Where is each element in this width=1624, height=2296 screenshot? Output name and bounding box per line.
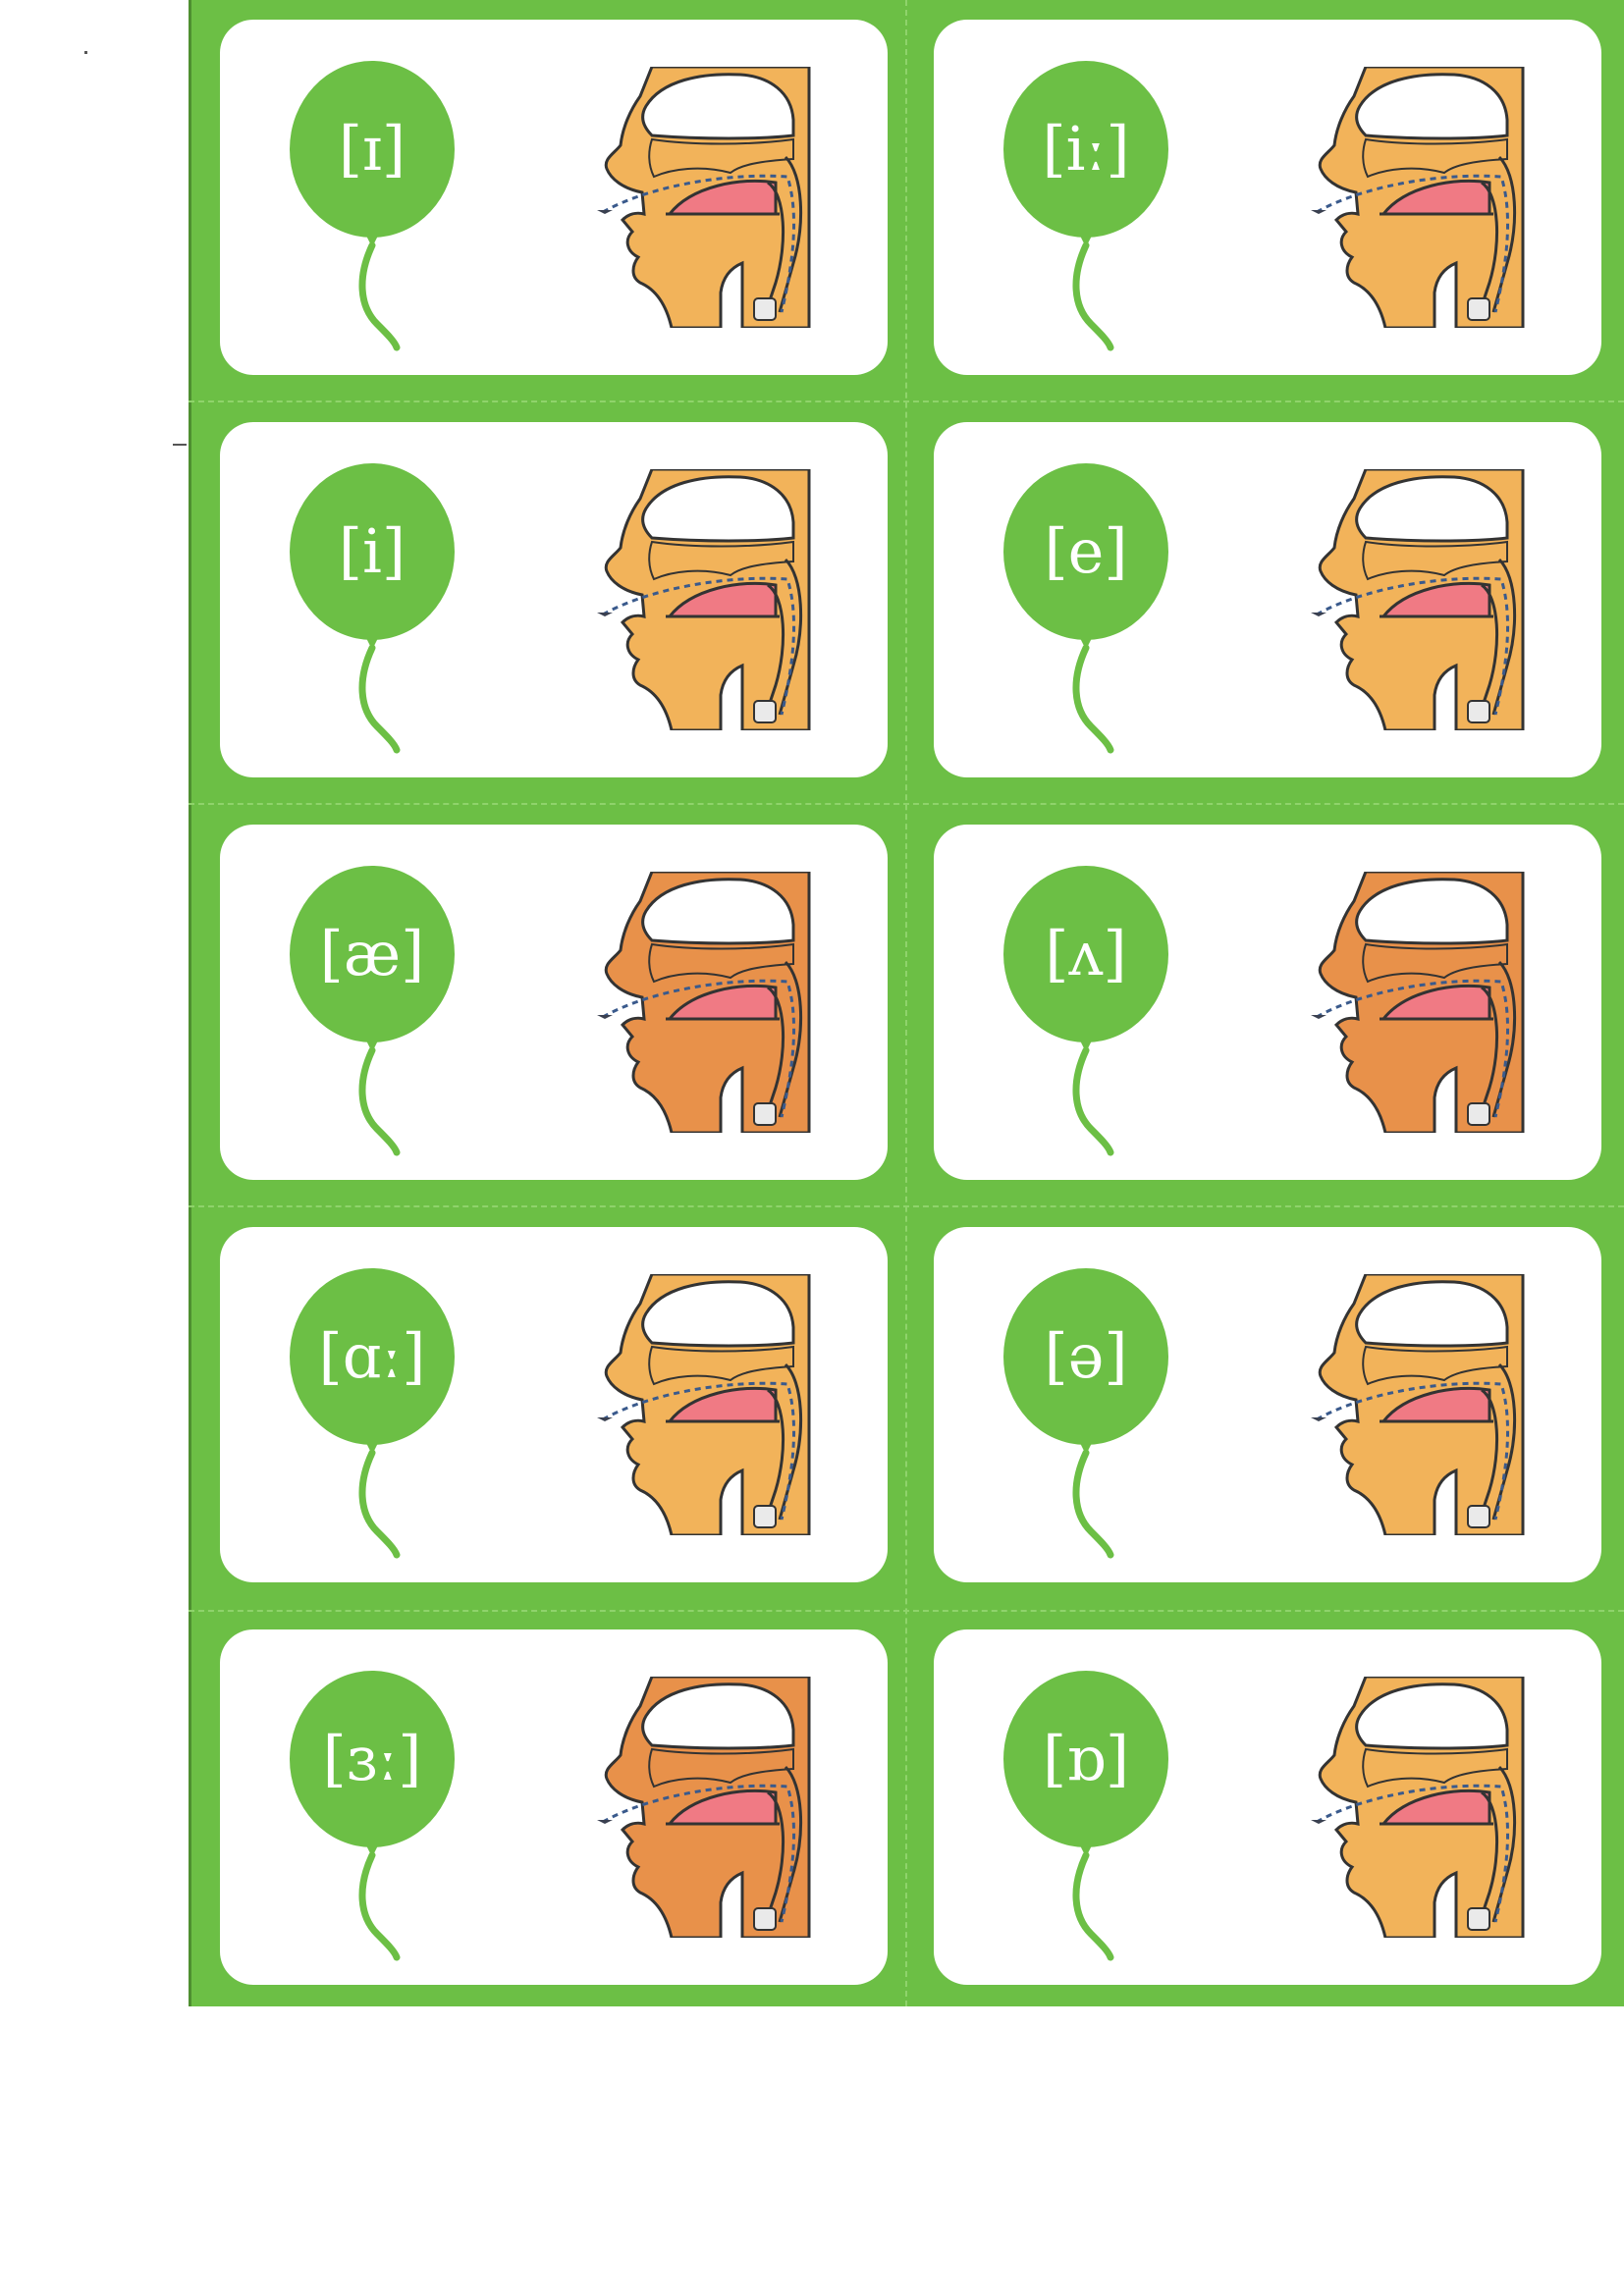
balloon: [iː]: [934, 20, 1189, 375]
cut-line: [189, 1205, 1624, 1207]
mouth-diagram: [583, 1272, 819, 1537]
mouth-diagram: [1297, 1675, 1533, 1940]
phonetic-symbol: [ɑː]: [318, 1320, 426, 1392]
balloon-icon: [1003, 61, 1168, 351]
cut-line: [189, 400, 1624, 402]
phonetic-symbol: [iː]: [1042, 113, 1130, 185]
phonetic-symbol: [ɒ]: [1042, 1723, 1130, 1794]
phonetic-card[interactable]: [ɑː]: [220, 1227, 888, 1582]
mouth-diagram: [583, 467, 819, 732]
balloon-icon: [290, 463, 455, 754]
mouth-cross-section-icon: [1311, 1675, 1525, 1940]
balloon: [ʌ]: [934, 825, 1189, 1180]
phonetic-symbol: [ɜː]: [322, 1723, 422, 1794]
phonetic-card[interactable]: [ə]: [934, 1227, 1601, 1582]
phonetic-card[interactable]: [ʌ]: [934, 825, 1601, 1180]
phonetic-card[interactable]: [e]: [934, 422, 1601, 777]
balloon: [ə]: [934, 1227, 1189, 1582]
mouth-diagram: [583, 65, 819, 330]
balloon: [ɜː]: [220, 1629, 475, 1985]
phonetic-card[interactable]: [iː]: [934, 20, 1601, 375]
balloon-icon: [290, 866, 455, 1156]
phonetic-card[interactable]: [ɜː]: [220, 1629, 888, 1985]
balloon-icon: [290, 61, 455, 351]
mouth-cross-section-icon: [1311, 65, 1525, 330]
mouth-diagram: [1297, 870, 1533, 1135]
phonetic-card[interactable]: [i]: [220, 422, 888, 777]
mouth-cross-section-icon: [597, 1675, 811, 1940]
phonetic-symbol: [ʌ]: [1045, 918, 1127, 989]
mouth-cross-section-icon: [1311, 1272, 1525, 1537]
phonetic-symbol: [æ]: [319, 918, 425, 989]
mouth-cross-section-icon: [597, 1272, 811, 1537]
balloon-icon: [1003, 463, 1168, 754]
balloon-icon: [290, 1671, 455, 1961]
mouth-diagram: [1297, 65, 1533, 330]
mouth-diagram: [1297, 467, 1533, 732]
mouth-diagram: [1297, 1272, 1533, 1537]
balloon: [ɪ]: [220, 20, 475, 375]
balloon-icon: [1003, 1671, 1168, 1961]
scan-edge: [189, 0, 191, 2006]
cut-line: [905, 0, 907, 2006]
phonetic-symbol: [i]: [338, 515, 406, 587]
balloon: [æ]: [220, 825, 475, 1180]
scan-mark: [173, 444, 187, 446]
cut-line: [189, 803, 1624, 805]
flashcard-sheet: [ɪ] [iː]: [189, 0, 1624, 2006]
mouth-diagram: [583, 870, 819, 1135]
cut-line: [189, 1610, 1624, 1612]
phonetic-card[interactable]: [ɪ]: [220, 20, 888, 375]
balloon: [ɒ]: [934, 1629, 1189, 1985]
phonetic-symbol: [e]: [1044, 515, 1128, 587]
mouth-cross-section-icon: [597, 467, 811, 732]
balloon: [e]: [934, 422, 1189, 777]
balloon: [ɑː]: [220, 1227, 475, 1582]
scan-mark: [84, 51, 87, 54]
mouth-diagram: [583, 1675, 819, 1940]
mouth-cross-section-icon: [597, 870, 811, 1135]
phonetic-symbol: [ə]: [1044, 1320, 1128, 1392]
phonetic-symbol: [ɪ]: [338, 113, 406, 185]
mouth-cross-section-icon: [1311, 467, 1525, 732]
mouth-cross-section-icon: [1311, 870, 1525, 1135]
balloon: [i]: [220, 422, 475, 777]
balloon-icon: [1003, 1268, 1168, 1559]
phonetic-card[interactable]: [ɒ]: [934, 1629, 1601, 1985]
mouth-cross-section-icon: [597, 65, 811, 330]
balloon-icon: [290, 1268, 455, 1559]
phonetic-card[interactable]: [æ]: [220, 825, 888, 1180]
balloon-icon: [1003, 866, 1168, 1156]
